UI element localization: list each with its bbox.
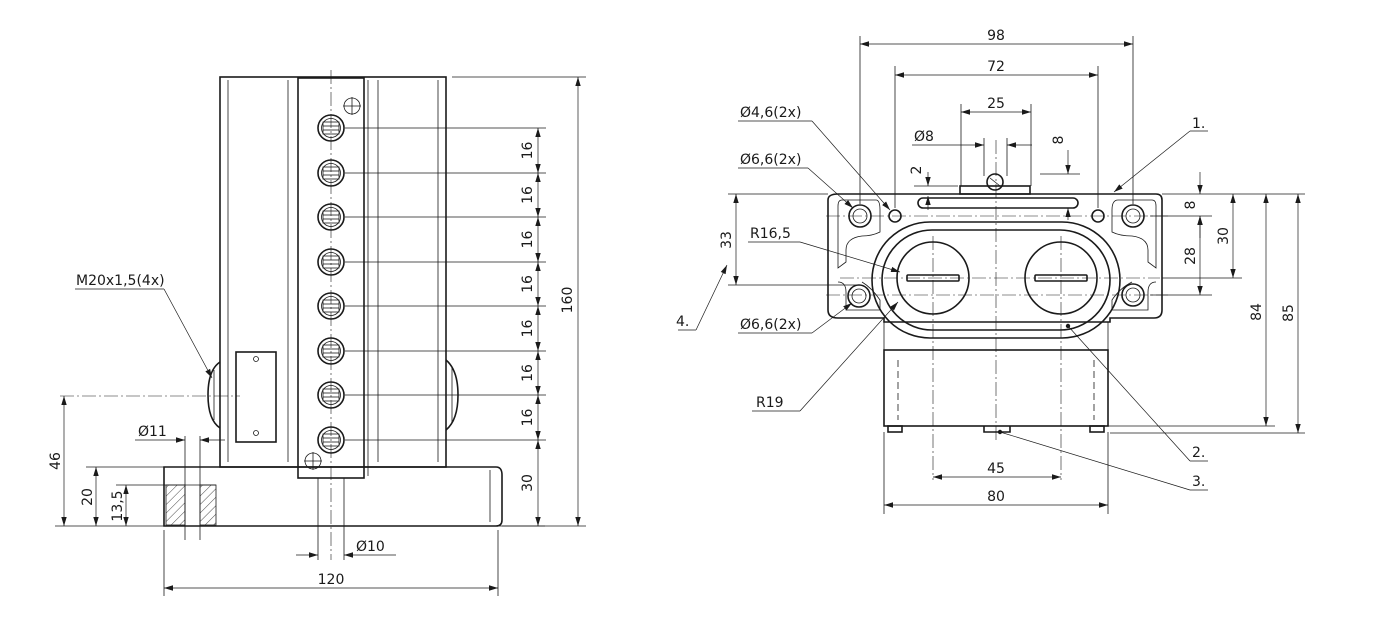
terminal-icon [317, 203, 546, 231]
dim-25: 25 [987, 96, 1005, 112]
dim-2: 2 [909, 166, 925, 175]
dim-80: 80 [987, 489, 1005, 505]
label-plate [235, 351, 277, 443]
dim-16: 16 [520, 186, 536, 204]
dim-d6-6-bottom: Ø6,6(2x) [740, 317, 801, 333]
side-view: 16 16 16 16 16 16 16 30 160 46 20 13,5 M20x1,5… [48, 70, 586, 596]
mounting-flange [827, 193, 1163, 323]
dim-16: 16 [520, 364, 536, 382]
dim-33: 33 [719, 231, 735, 249]
dim-16: 16 [520, 275, 536, 293]
dim-16: 16 [520, 231, 536, 249]
dim-30-left: 30 [520, 474, 536, 492]
dim-r19: R19 [756, 395, 784, 411]
item-3: 3. [1192, 474, 1205, 490]
item-2: 2. [1192, 445, 1205, 461]
dim-98: 98 [987, 28, 1005, 44]
dim-160: 160 [560, 287, 576, 314]
dim-30-right: 30 [1216, 227, 1232, 245]
thread-callout: M20x1,5(4x) [76, 273, 165, 289]
dim-d4-6: Ø4,6(2x) [740, 105, 801, 121]
dim-85: 85 [1281, 304, 1297, 322]
terminal-icon [317, 159, 546, 187]
dim-d10: Ø10 [356, 539, 385, 555]
gland-left [207, 361, 221, 429]
dim-84: 84 [1249, 303, 1265, 321]
dim-d8: Ø8 [914, 129, 934, 145]
terminal-group [317, 114, 546, 454]
dim-28: 28 [1183, 247, 1199, 265]
dim-46: 46 [48, 452, 64, 470]
dim-72: 72 [987, 59, 1005, 75]
dim-16: 16 [520, 409, 536, 427]
dim-d6-6-top: Ø6,6(2x) [740, 152, 801, 168]
terminal-icon [317, 114, 546, 142]
terminal-icon [317, 248, 546, 276]
dim-8-top: 8 [1051, 136, 1067, 145]
terminal-icon [317, 337, 546, 365]
dim-45: 45 [987, 461, 1005, 477]
item-4: 4. [676, 314, 689, 330]
cable-entry [986, 173, 1004, 191]
dim-120: 120 [318, 572, 345, 588]
dim-r16-5: R16,5 [750, 226, 791, 242]
dim-20: 20 [80, 488, 96, 506]
dim-16: 16 [520, 142, 536, 160]
dim-d11: Ø11 [138, 424, 167, 440]
dim-8-right: 8 [1183, 201, 1199, 210]
top-view: 98 72 25 Ø8 8 2 Ø4,6(2x) Ø6,6(2x) [676, 28, 1305, 514]
terminal-icon [317, 426, 546, 454]
pitch-dimensions: 16 16 16 16 16 16 16 [520, 128, 541, 440]
item-1: 1. [1192, 116, 1205, 132]
terminal-icon [317, 292, 546, 320]
dim-13-5: 13,5 [110, 490, 126, 521]
dim-16: 16 [520, 320, 536, 338]
cover-strip [917, 197, 1079, 209]
terminal-icon [317, 381, 546, 409]
